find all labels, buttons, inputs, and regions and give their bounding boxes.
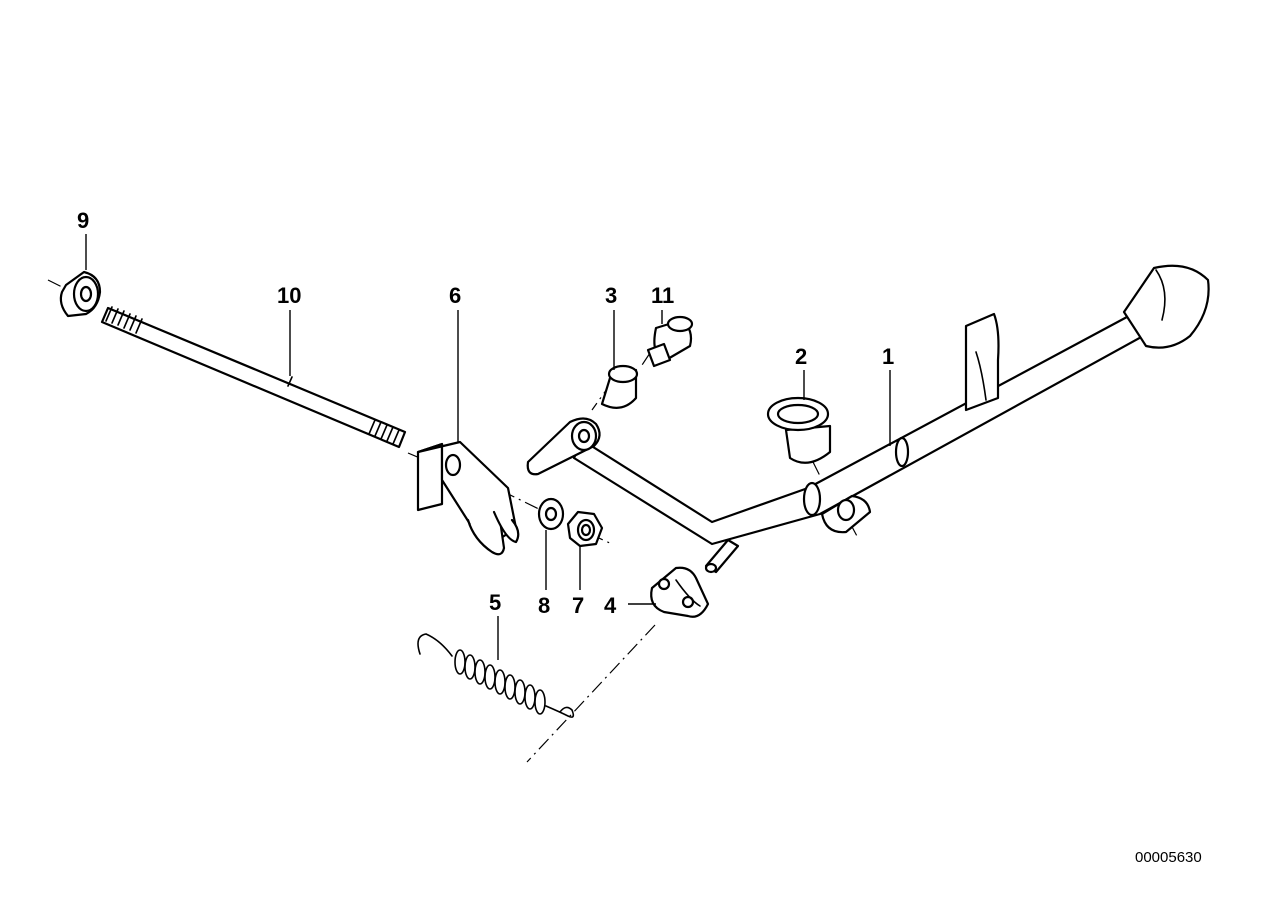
part-1-stand-leg [526,264,1210,574]
callout-1: 1 [882,344,894,369]
part-8-washer [537,497,565,531]
callouts: 9 10 6 3 11 2 1 8 7 4 5 [77,208,894,618]
callout-6: 6 [449,283,461,308]
part-5-spring [417,633,575,718]
part-7-hex-nut [566,510,604,548]
callout-5: 5 [489,590,501,615]
callout-8: 8 [538,593,550,618]
part-6-bracket [416,440,520,556]
callout-3: 3 [605,283,617,308]
part-11-pin [646,315,694,368]
callout-2: 2 [795,344,807,369]
part-4-hook-plate [650,566,710,618]
part-2-bushing [766,396,832,464]
callout-4: 4 [604,593,617,618]
callout-11: 11 [651,283,674,308]
callout-9: 9 [77,208,89,233]
callout-7: 7 [572,593,584,618]
diagram-reference-number: 00005630 [1135,849,1202,866]
part-9-nut [59,270,102,318]
callout-10: 10 [277,283,301,308]
leader-lines [85,234,891,660]
part-3-sleeve [600,364,639,409]
part-10-threaded-rod [100,306,407,449]
